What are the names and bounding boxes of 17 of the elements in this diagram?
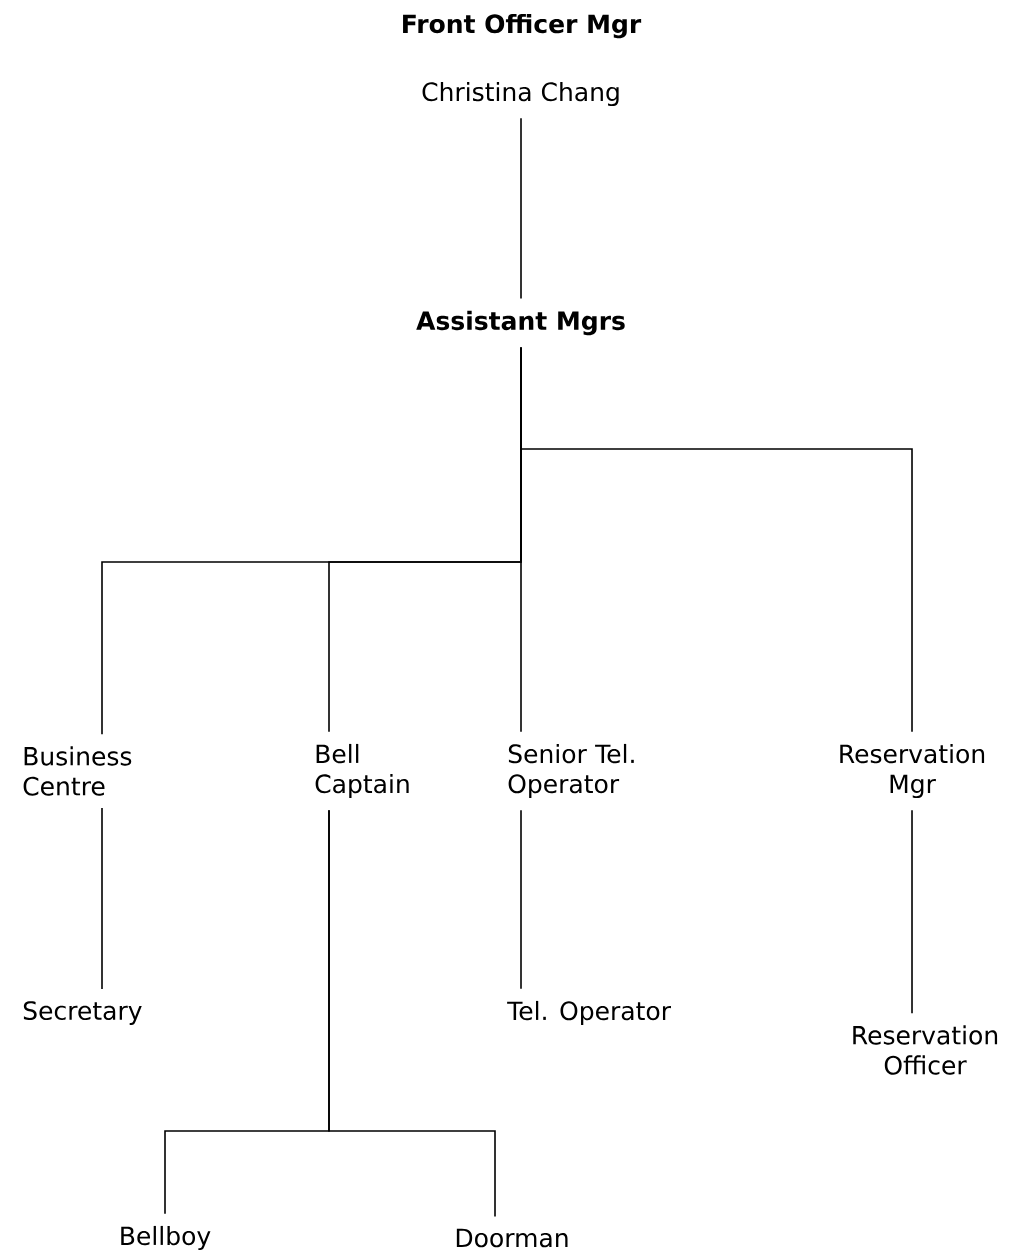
org-title: Secretary [23,1001,142,1025]
org-title: Reservation Mgr [840,743,985,799]
org-title: Assistant Mgrs [416,310,625,336]
connector-line [520,117,522,300]
org-title: Tel. Operator [507,1000,671,1026]
connector-line [328,809,496,1218]
connector-line [520,346,913,733]
org-title: Business Centre [23,746,132,796]
connector-line [101,807,103,990]
org-title: Front Officer Mgr Christina Chang [403,13,642,107]
org-title: Bellboy [121,1225,211,1251]
org-title: Reservation Officer [853,1025,998,1075]
org-title: Senior Tel. Operator [508,743,634,799]
org-title: Doorman [456,1228,568,1248]
org-title: Bell Captain [315,743,409,799]
connector-line [911,809,913,1014]
connector-line [520,809,522,990]
